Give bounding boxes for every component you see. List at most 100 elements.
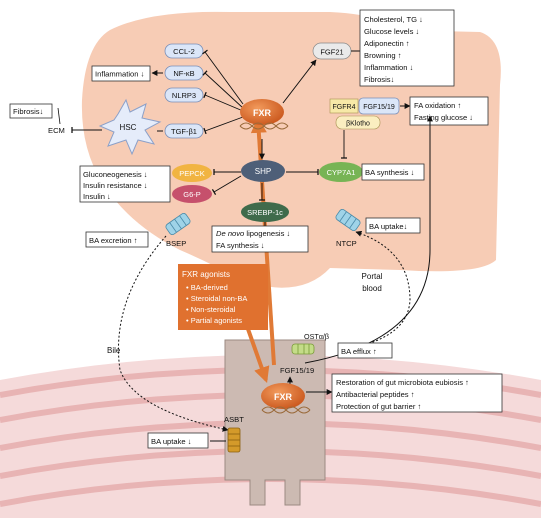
ba-synthesis-box: [361, 163, 425, 181]
agonist-item-2: • Non-steroidal: [186, 305, 236, 314]
bile-label: Bile: [107, 346, 121, 355]
ba-efflux-box: [337, 342, 393, 359]
tgfb1-label: TGF-β1: [171, 127, 197, 136]
nlrp3-node: [164, 87, 204, 103]
inflammation-label: Inflammation ↓: [95, 70, 144, 79]
ntcp-label: NTCP: [336, 239, 357, 248]
fibrosis-label: Fibrosis↓: [13, 107, 43, 116]
srebp1c-label: SREBP-1c: [247, 208, 283, 217]
bklotho-label: βKlotho: [346, 121, 370, 128]
fgf21-effect-1: Glucose levels ↓: [364, 27, 419, 36]
ost-transporter: [291, 343, 315, 355]
ba-uptake-gut-label: BA uptake ↓: [151, 437, 192, 446]
fgf21-effect-2: Adiponectin ↑: [364, 39, 410, 48]
gut-effect-0: Restoration of gut microbiota eubiosis ↑: [336, 378, 469, 387]
asbt-label: ASBT: [224, 415, 244, 424]
g6p-node: [172, 185, 212, 203]
gluco-effect-1: Insulin resistance ↓: [83, 181, 148, 190]
fibrosis-box: [9, 103, 53, 119]
ccl2-label: CCL-2: [173, 47, 195, 56]
fgf21-effect-0: Cholesterol, TG ↓: [364, 15, 423, 24]
ba-uptake-gut-box: [147, 432, 209, 449]
dna-liver-icon-strand: [239, 122, 289, 130]
ost-label: OSTα/β: [304, 332, 329, 341]
fa-effect-0: FA oxidation ↑: [414, 101, 461, 110]
ba-synthesis-label: BA synthesis ↓: [365, 168, 414, 177]
gluco-effects-box: [79, 165, 171, 203]
bsep-transporter: [165, 212, 191, 236]
ba-excretion-box: [85, 231, 149, 248]
agonist-item-0: • BA-derived: [186, 283, 228, 292]
agonist-box: [178, 264, 268, 330]
asbt-transporter: [227, 427, 241, 453]
ba-uptake-liver-box: [365, 217, 421, 234]
gut-effects-box: [331, 373, 503, 413]
dna-gut-icon-strand: [261, 406, 311, 414]
portal-blood-path: [339, 230, 411, 351]
agonist-item-1: • Steroidal non-BA: [186, 294, 247, 303]
lipogenesis-rest: lipogenesis ↓: [244, 229, 290, 238]
tgfb1-node: [164, 123, 204, 139]
nfkb-label: NF-κB: [173, 69, 194, 78]
fgf21-effects-box: [359, 9, 455, 87]
bklotho-node: [335, 115, 381, 130]
hsc-cell: [98, 98, 162, 156]
lipogenesis-line2: FA synthesis ↓: [216, 241, 265, 250]
fxr-inhibits-nfkb: [202, 70, 244, 109]
fgfr4-label: FGFR4: [333, 104, 356, 111]
srebp1c-node: [241, 202, 289, 222]
fa-effect-1: Fasting glucose ↓: [414, 113, 473, 122]
lipogenesis-italic: De novo: [216, 229, 244, 238]
agonist-title: FXR agonists: [182, 270, 230, 279]
lipogenesis-box: [211, 225, 309, 253]
pepck-label: PEPCK: [179, 169, 204, 178]
gut-effect-2: Protection of gut barrier ↑: [336, 402, 421, 411]
hsc-label: HSC: [120, 123, 137, 132]
fgf1519-liver-label: FGF15/19: [363, 104, 395, 111]
fxr-liver-node: [240, 99, 284, 125]
lipogenesis-line1: De novo lipogenesis ↓: [216, 229, 290, 238]
portal-label-2: blood: [362, 284, 382, 293]
nlrp3-label: NLRP3: [172, 91, 196, 100]
fgf1519-liver-node: [358, 97, 400, 115]
fgf21-effect-5: Fibrosis↓: [364, 75, 394, 84]
bile-path: [117, 235, 229, 432]
gut-fgf1519-label: FGF15/19: [280, 366, 314, 375]
fgf1519-circulation-path: [304, 115, 433, 364]
bsep-label: BSEP: [166, 239, 186, 248]
enterocyte-shape: [224, 339, 326, 506]
cyp7a1-node: [319, 162, 363, 182]
fgf21-label: FGF21: [320, 48, 343, 57]
ntcp-transporter: [335, 208, 361, 232]
fxr-to-fgf21-arrow: [282, 59, 317, 104]
gluco-effect-0: Gluconeogenesis ↓: [83, 170, 148, 179]
inflammation-box: [91, 65, 151, 82]
agonist-item-3: • Partial agonists: [186, 316, 242, 325]
ba-excretion-label: BA excretion ↑: [89, 236, 138, 245]
fgf21-effect-3: Browning ↑: [364, 51, 402, 60]
shp-label: SHP: [255, 167, 271, 176]
portal-label-1: Portal: [362, 272, 383, 281]
g6p-label: G6-P: [183, 190, 201, 199]
gut-effect-1: Antibacterial peptides ↑: [336, 390, 415, 399]
ba-efflux-label: BA efflux ↑: [341, 347, 377, 356]
fxr-gut-label: FXR: [274, 392, 293, 402]
gluco-effect-2: Insulin ↓: [83, 192, 111, 201]
ecm-label: ECM: [48, 126, 65, 135]
fxr-liver-label: FXR: [253, 108, 272, 118]
cyp7a1-label: CYP7A1: [327, 168, 356, 177]
pepck-node: [172, 164, 212, 182]
fgf21-effects-list: Cholesterol, TG ↓ Glucose levels ↓ Adipo…: [364, 15, 423, 84]
ecm-to-fibrosis-line: [57, 107, 61, 125]
fgfr4-node: [329, 98, 359, 114]
fxr-inhibits-ccl2: [202, 49, 244, 105]
fxr-gut-node: [261, 383, 305, 409]
ba-uptake-liver-label: BA uptake↓: [369, 222, 407, 231]
fxr-inhibits-tgfb1: [203, 116, 244, 135]
fxr-inhibits-nlrp3: [203, 91, 244, 112]
shp-node: [241, 160, 285, 182]
fa-effects-box: [409, 96, 489, 126]
shp-inhibits-g6p: [211, 175, 242, 196]
